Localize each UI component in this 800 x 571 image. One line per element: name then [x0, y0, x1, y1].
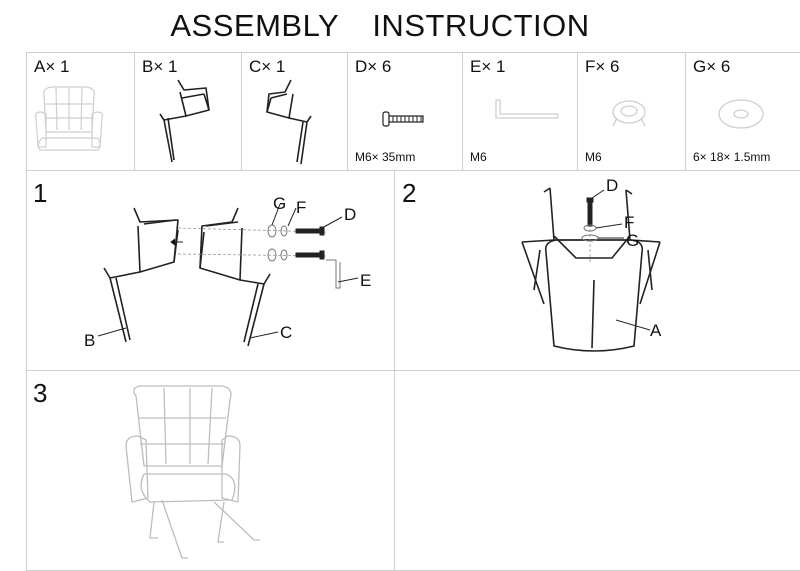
bolt-icon	[382, 111, 424, 127]
part-f-label: F× 6	[585, 57, 620, 76]
step-1-callout-f: F	[296, 198, 306, 217]
assembled-chair-image	[125, 385, 260, 559]
part-b-label: B× 1	[142, 57, 178, 76]
part-c-label: C× 1	[249, 57, 286, 76]
step-2-callout-a: A	[650, 321, 662, 340]
step-1-callout-c: C	[280, 323, 292, 342]
part-d-label: D× 6	[355, 57, 392, 76]
part-d-spec: M6× 35mm	[355, 150, 416, 164]
allen-key-icon	[495, 99, 559, 119]
part-b-cell: B× 1	[134, 52, 241, 170]
step-1-callout-d: D	[344, 205, 356, 224]
part-c-cell: C× 1	[241, 52, 347, 170]
part-g-cell: G× 6 6× 18× 1.5mm	[685, 52, 800, 170]
right-leg-frame-icon	[266, 79, 312, 165]
part-d-cell: D× 6 M6× 35mm	[347, 52, 462, 170]
step-1-callout-b: B	[84, 331, 95, 350]
spring-washer-icon	[612, 100, 646, 127]
page-title: ASSEMBLY INSTRUCTION	[0, 8, 760, 44]
step-2-diagram: D F G A	[521, 176, 662, 352]
step-1-diagram: G F D E B C	[84, 194, 371, 350]
part-f-cell: F× 6 M6	[577, 52, 685, 170]
part-g-spec: 6× 18× 1.5mm	[693, 150, 771, 164]
seat-icon	[34, 86, 104, 151]
step-2-number: 2	[402, 178, 417, 208]
part-e-cell: E× 1 M6	[462, 52, 577, 170]
part-e-spec: M6	[470, 150, 487, 164]
title-word-instruction: INSTRUCTION	[372, 8, 590, 43]
step-1-number: 1	[33, 178, 48, 208]
part-a-cell: A× 1	[26, 52, 134, 170]
part-a-label: A× 1	[34, 57, 70, 76]
step-2-callout-d: D	[606, 176, 618, 195]
step-3-number: 3	[33, 378, 48, 408]
title-word-assembly: ASSEMBLY	[170, 8, 340, 43]
part-e-label: E× 1	[470, 57, 506, 76]
step-1-callout-e: E	[360, 271, 371, 290]
left-leg-frame-icon	[159, 79, 210, 163]
flat-washer-icon	[718, 99, 764, 129]
step-1-callout-g: G	[273, 194, 286, 213]
step-2-callout-f: F	[624, 213, 634, 232]
part-g-label: G× 6	[693, 57, 731, 76]
part-f-spec: M6	[585, 150, 602, 164]
step-2-callout-g: G	[626, 231, 639, 250]
